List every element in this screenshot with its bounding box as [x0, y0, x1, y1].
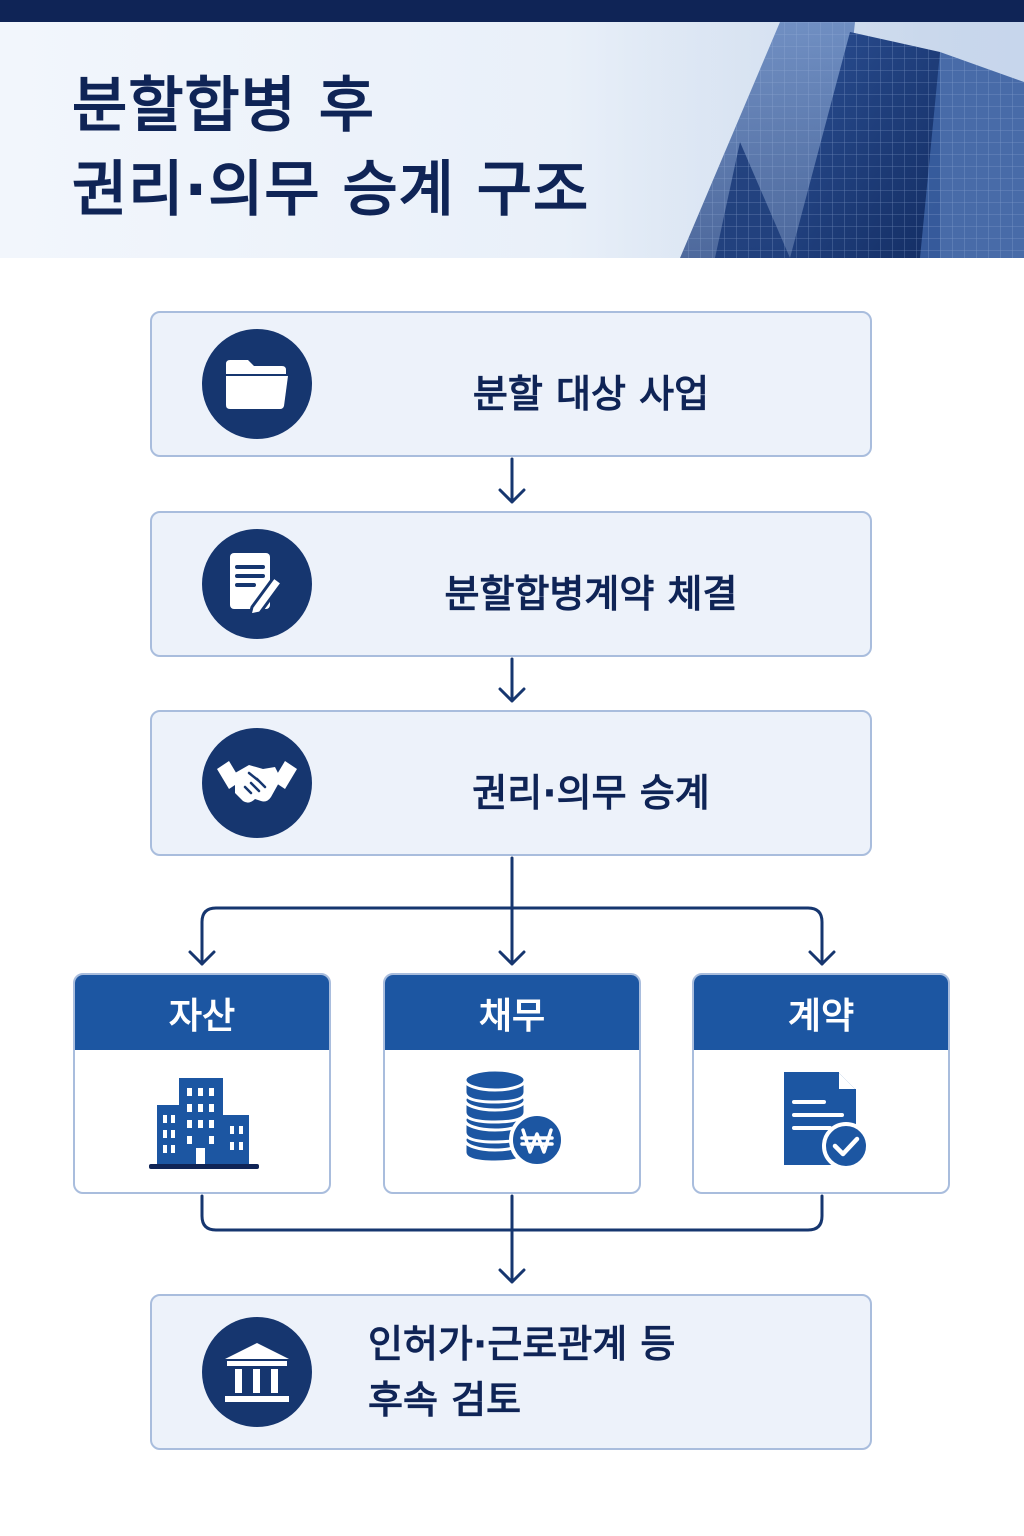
arrow-step2-to-step3	[498, 657, 526, 703]
step-split-business: 분할 대상 사업	[150, 311, 872, 457]
step-label-line-1: 인허가·근로관계 등	[368, 1322, 676, 1366]
arrow-step1-to-step2	[498, 457, 526, 504]
branch-card-assets: 자산	[73, 973, 331, 1194]
step-label: 분할합병계약 체결	[444, 572, 738, 616]
step-rights-succession: 권리·의무 승계	[150, 710, 872, 856]
arrow-step3-to-branches	[498, 856, 526, 966]
card-header: 채무	[385, 975, 639, 1050]
institution-icon	[202, 1317, 312, 1427]
branch-arrow-left	[188, 950, 216, 966]
document-pen-icon	[202, 529, 312, 639]
step-merger-contract: 분할합병계약 체결	[150, 511, 872, 657]
card-header: 계약	[694, 975, 948, 1050]
buildings-icon	[75, 1050, 329, 1192]
skyscraper-illustration	[640, 22, 1024, 258]
branch-line-horizontal	[200, 906, 824, 966]
card-header: 자산	[75, 975, 329, 1050]
handshake-icon	[202, 728, 312, 838]
branch-arrow-right	[808, 950, 836, 966]
step-label: 분할 대상 사업	[472, 372, 710, 416]
step-follow-up-review: 인허가·근로관계 등 후속 검토	[150, 1294, 872, 1450]
branch-card-debts: 채무	[383, 973, 641, 1194]
header-banner: 분할합병 후 권리·의무 승계 구조	[0, 22, 1024, 258]
branch-card-contracts: 계약	[692, 973, 950, 1194]
folder-icon	[202, 329, 312, 439]
contract-check-icon	[694, 1050, 948, 1192]
title-line-2: 권리·의무 승계 구조	[72, 155, 590, 225]
page-title: 분할합병 후 권리·의무 승계 구조	[72, 64, 589, 232]
arrow-merge-to-final	[498, 1194, 526, 1284]
top-bar	[0, 0, 1024, 22]
step-label: 인허가·근로관계 등 후속 검토	[368, 1316, 675, 1428]
step-label: 권리·의무 승계	[472, 771, 710, 815]
step-label-line-2: 후속 검토	[368, 1378, 522, 1422]
title-line-1: 분할합병 후	[72, 71, 375, 141]
coins-won-icon	[385, 1050, 639, 1192]
